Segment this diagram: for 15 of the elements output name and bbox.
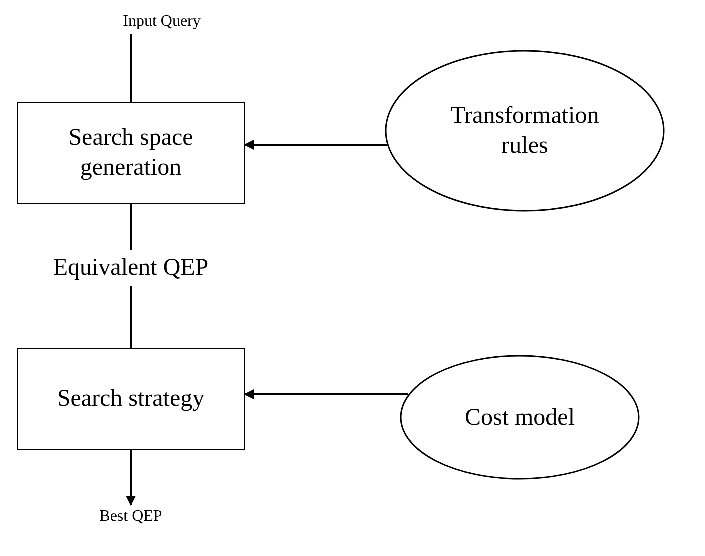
node-text: Transformation rules — [450, 102, 600, 161]
node-text: Equivalent QEP — [53, 254, 209, 283]
connector-line — [130, 34, 132, 102]
arrow — [244, 140, 388, 150]
node-text: Search space generation — [68, 124, 194, 183]
connector-line — [130, 204, 132, 250]
node-text: Input Query — [123, 12, 201, 32]
process-box — [17, 102, 245, 204]
arrow — [126, 450, 136, 506]
arrow — [244, 390, 408, 400]
process-box — [17, 348, 245, 450]
node-text: Cost model — [464, 404, 575, 432]
connector-line — [130, 286, 132, 348]
node-text: Best QEP — [100, 507, 162, 527]
node-text: Search strategy — [57, 385, 205, 414]
